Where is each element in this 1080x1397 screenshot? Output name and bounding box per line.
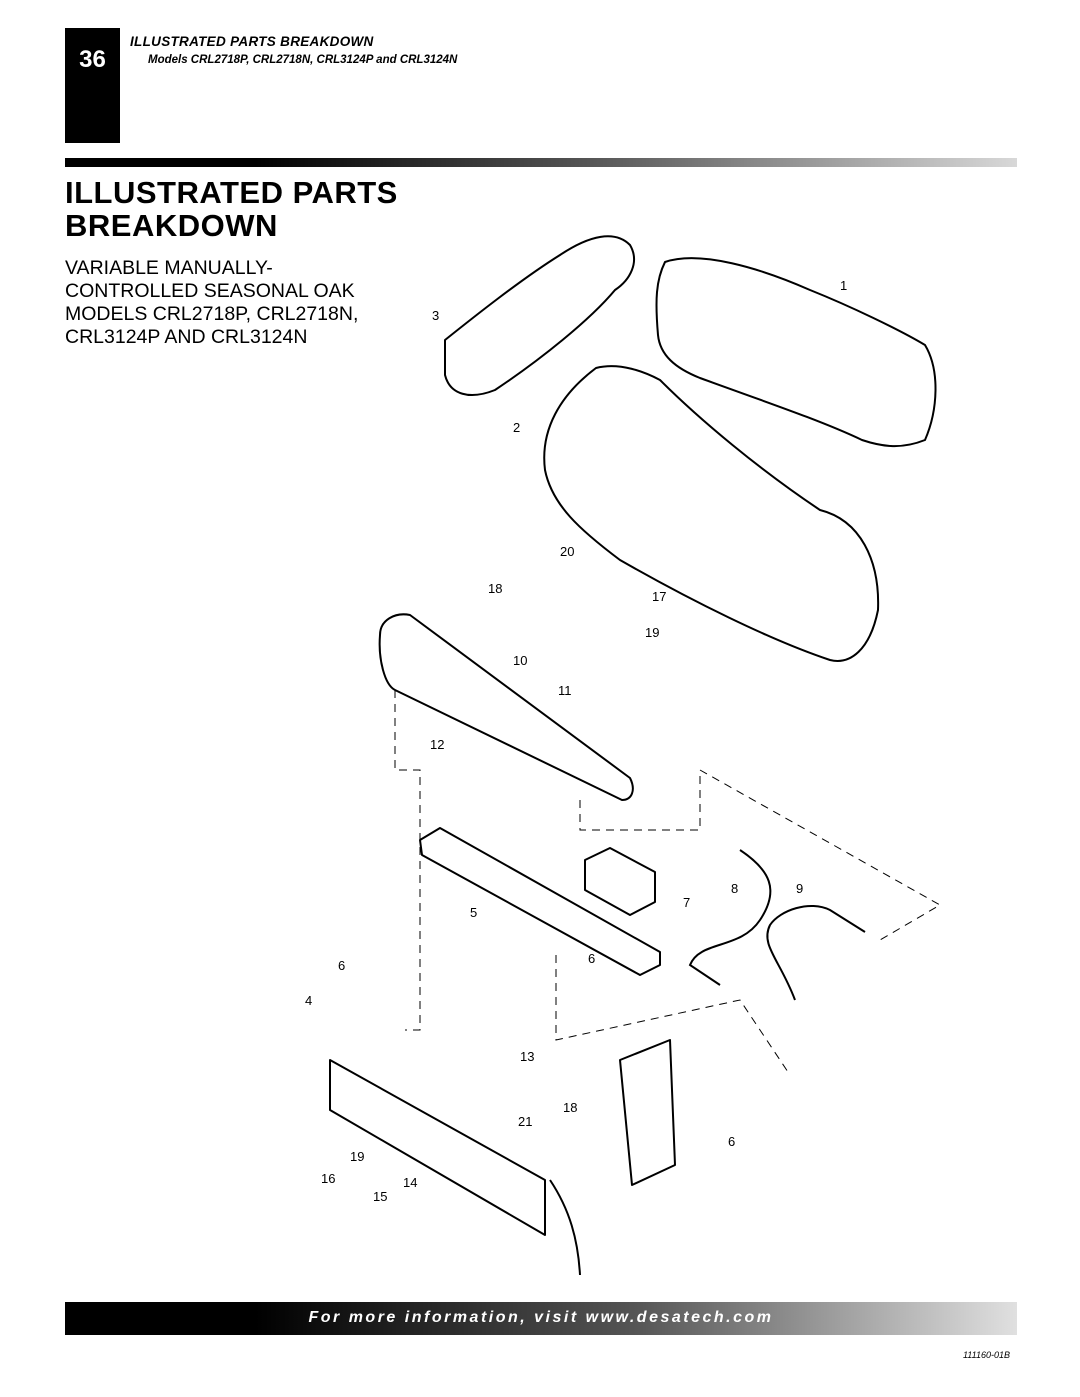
callout-1: 1 xyxy=(840,278,847,293)
callout-13: 13 xyxy=(520,1049,534,1064)
callout-18a: 18 xyxy=(488,581,502,596)
assembly-line-a-drawing xyxy=(394,690,421,1031)
subtitle-line3: MODELS CRL2718P, CRL2718N, xyxy=(65,303,359,325)
bracket-5-drawing xyxy=(419,827,661,976)
callout-6a: 6 xyxy=(338,958,345,973)
callout-16: 16 xyxy=(321,1171,335,1186)
header-models-line: Models CRL2718P, CRL2718N, CRL3124P and … xyxy=(148,54,458,66)
callout-18b: 18 xyxy=(563,1100,577,1115)
subtitle-line2: CONTROLLED SEASONAL OAK xyxy=(65,280,355,302)
grate-side-drawing xyxy=(619,1039,676,1186)
burner-tube-drawing xyxy=(378,613,634,801)
callout-6b: 6 xyxy=(588,951,595,966)
page-title-line1: ILLUSTRATED PARTS xyxy=(65,175,398,210)
grate-drawing xyxy=(329,1059,546,1236)
log-3-drawing xyxy=(444,235,635,396)
callout-19a: 19 xyxy=(645,625,659,640)
gas-line-9-drawing xyxy=(766,905,866,1001)
header-rule xyxy=(65,158,1017,167)
assembly-line-b-drawing xyxy=(579,769,942,941)
callout-10: 10 xyxy=(513,653,527,668)
section-subtitle: VARIABLE MANUALLY- CONTROLLED SEASONAL O… xyxy=(65,257,358,349)
callout-labels: 1 2 3 4 5 6 6 6 7 8 9 10 11 12 13 14 15 … xyxy=(305,278,847,1204)
gas-line-8-drawing xyxy=(688,849,772,986)
header-section-title: ILLUSTRATED PARTS BREAKDOWN xyxy=(130,34,374,49)
page-number: 36 xyxy=(65,28,120,143)
callout-12: 12 xyxy=(430,737,444,752)
callout-14: 14 xyxy=(403,1175,417,1190)
callout-21: 21 xyxy=(518,1114,532,1129)
burner-pipe-drawing xyxy=(549,1179,581,1276)
assembly-line-c-drawing xyxy=(555,955,791,1076)
callout-17: 17 xyxy=(652,589,666,604)
callout-20: 20 xyxy=(560,544,574,559)
callout-11: 11 xyxy=(558,683,572,698)
subtitle-line1: VARIABLE MANUALLY- xyxy=(65,257,273,279)
callout-19b: 19 xyxy=(350,1149,364,1164)
log-2-drawing xyxy=(543,365,880,662)
regulator-drawing xyxy=(584,847,656,916)
subtitle-line4: CRL3124P AND CRL3124N xyxy=(65,326,308,348)
callout-7: 7 xyxy=(683,895,690,910)
callout-4: 4 xyxy=(305,993,312,1008)
callout-6c: 6 xyxy=(728,1134,735,1149)
callout-8: 8 xyxy=(731,881,738,896)
callout-3: 3 xyxy=(432,308,439,323)
log-1-drawing xyxy=(655,257,937,448)
footer-link-text: For more information, visit www.desatech… xyxy=(308,1309,774,1326)
callout-5: 5 xyxy=(470,905,477,920)
callout-9: 9 xyxy=(796,881,803,896)
callout-15: 15 xyxy=(373,1189,387,1204)
callout-2: 2 xyxy=(513,420,520,435)
part-number: 111160-01B xyxy=(962,1350,1010,1360)
footer-bar: For more information, visit www.desatech… xyxy=(65,1302,1017,1335)
page-title-line2: BREAKDOWN xyxy=(65,208,278,243)
page-title: ILLUSTRATED PARTS BREAKDOWN xyxy=(65,176,398,242)
